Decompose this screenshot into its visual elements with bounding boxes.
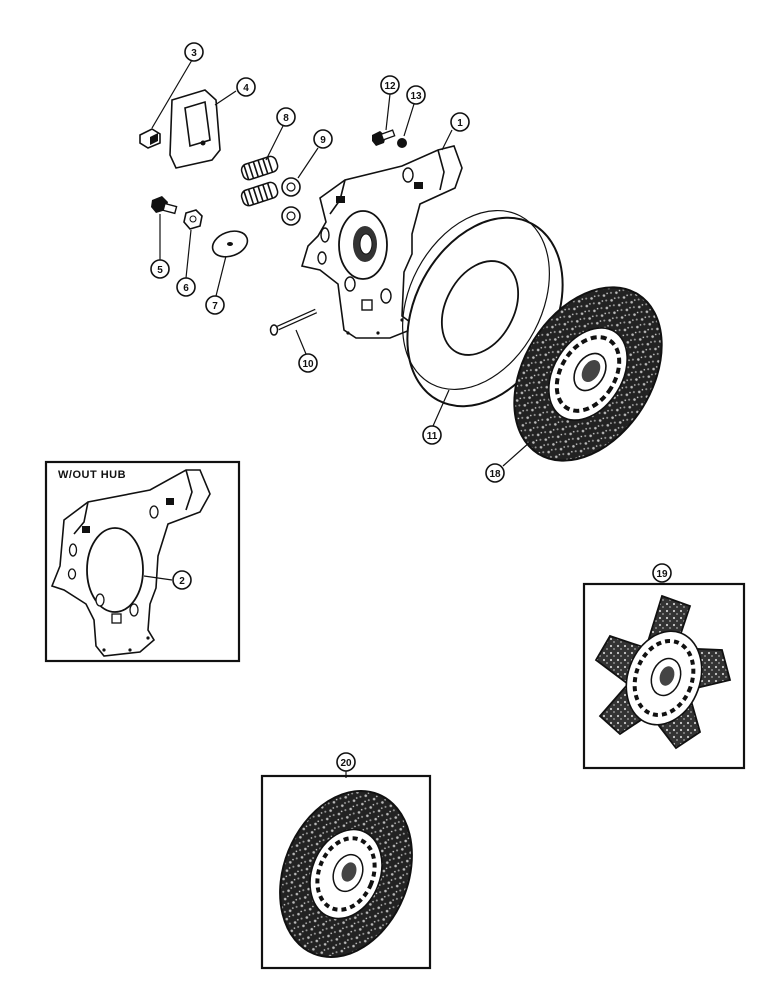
part-6-nut: [183, 209, 203, 230]
svg-text:8: 8: [283, 113, 289, 124]
part-4-bracket: [169, 89, 221, 169]
callout-7: 7: [205, 295, 225, 315]
part-5-bolt: [151, 196, 178, 215]
callout-3: 3: [184, 42, 204, 62]
svg-text:19: 19: [656, 569, 668, 580]
part-8-springs: [240, 155, 279, 207]
svg-text:12: 12: [384, 81, 396, 92]
callout-13: 13: [406, 85, 426, 105]
svg-text:11: 11: [427, 431, 438, 442]
callout-18: 18: [485, 463, 505, 483]
svg-text:6: 6: [183, 283, 189, 294]
svg-text:2: 2: [179, 576, 185, 587]
callout-20: 20: [336, 752, 356, 772]
callout-8: 8: [276, 107, 296, 127]
callout-11: 11: [422, 425, 442, 445]
svg-text:1: 1: [457, 118, 463, 129]
svg-text:4: 4: [243, 83, 249, 94]
leader-lines: [143, 59, 663, 778]
inset-part-19: [582, 582, 746, 770]
inset-part-20: [260, 774, 432, 970]
part-12-bolt: [372, 129, 396, 146]
svg-text:3: 3: [191, 48, 197, 59]
callout-5: 5: [150, 259, 170, 279]
part-1-cover-with-hub: [300, 145, 463, 339]
callout-10: 10: [298, 353, 318, 373]
callout-6: 6: [176, 277, 196, 297]
part-18-clutch-disc: [513, 286, 663, 462]
svg-text:7: 7: [212, 301, 218, 312]
callout-2: 2: [172, 570, 192, 590]
svg-text:20: 20: [340, 758, 352, 769]
part-10-pin: [269, 308, 318, 336]
callout-4: 4: [236, 77, 256, 97]
svg-text:18: 18: [489, 469, 501, 480]
callout-9: 9: [313, 129, 333, 149]
inset-without-hub: W/OUT HUB: [44, 460, 241, 663]
svg-text:13: 13: [410, 91, 422, 102]
svg-text:10: 10: [302, 359, 314, 370]
part-9-caps: [281, 177, 301, 226]
part-3-clip: [139, 128, 161, 149]
part-7-washer: [211, 230, 249, 258]
svg-text:9: 9: [320, 135, 326, 146]
callout-1: 1: [450, 112, 470, 132]
callout-19: 19: [652, 563, 672, 583]
part-13-nut: [397, 138, 407, 148]
callout-12: 12: [380, 75, 400, 95]
inset-label: W/OUT HUB: [58, 469, 126, 481]
svg-text:5: 5: [157, 265, 163, 276]
